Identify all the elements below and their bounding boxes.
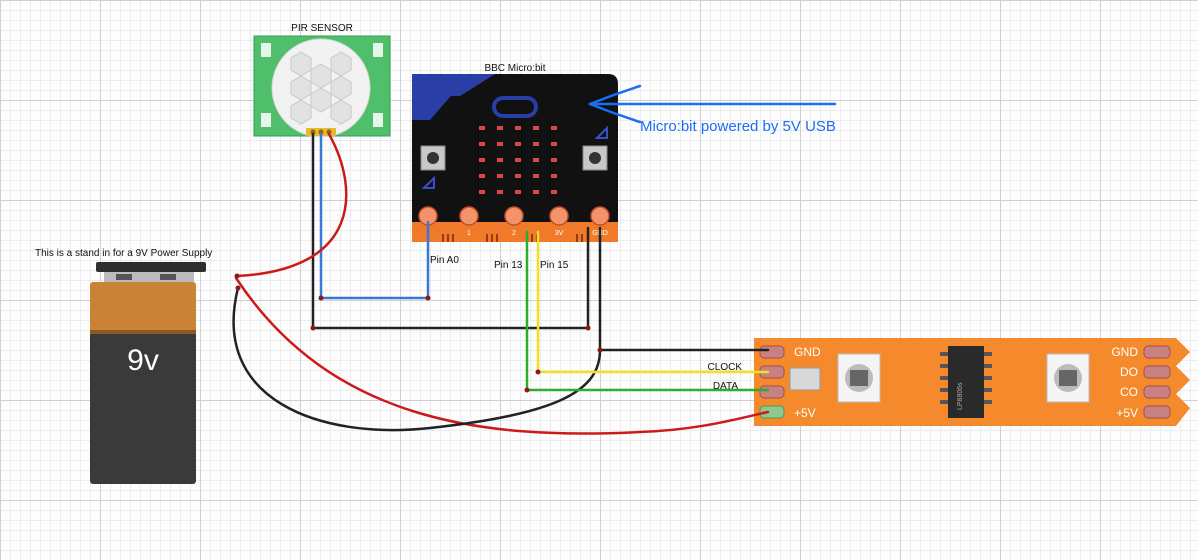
pad-label-2: 2 [512, 230, 516, 237]
strip-right-gnd: GND [1111, 345, 1138, 359]
data-label: DATA [713, 381, 739, 392]
button-b[interactable] [582, 145, 608, 171]
battery-9v[interactable] [90, 262, 206, 484]
strip-left-5v: +5V [794, 406, 816, 420]
pin-13-label: Pin 13 [494, 260, 523, 271]
wire-pir-vcc[interactable] [235, 132, 348, 278]
pin-15-label: Pin 15 [540, 260, 569, 271]
wire-pir-signal[interactable] [319, 132, 430, 300]
wire-gnd-to-strip[interactable] [598, 226, 770, 352]
pin-a0-label: Pin A0 [430, 255, 459, 266]
usb-annotation-arrow [588, 84, 837, 124]
wire-battery-positive[interactable] [234, 276, 770, 435]
a-triangle-icon [421, 175, 435, 189]
clock-label: CLOCK [708, 362, 743, 373]
strip-right-co: CO [1120, 385, 1138, 399]
driver-chip [940, 346, 992, 418]
led-matrix [479, 126, 557, 194]
b-triangle-icon [594, 125, 608, 139]
microbit-label: BBC Micro:bit [484, 63, 545, 74]
button-a[interactable] [420, 145, 446, 171]
rgb-led-2 [1046, 353, 1090, 403]
rgb-led-1 [837, 353, 881, 403]
pir-sensor-label: PIR SENSOR [291, 23, 353, 34]
wire-pir-gnd[interactable] [311, 132, 590, 330]
wire-battery-negative[interactable] [232, 286, 602, 432]
chip-text: LP8806s [957, 382, 964, 410]
strip-right-5v: +5V [1116, 406, 1138, 420]
strip-left-gnd: GND [794, 345, 821, 359]
pad-label-3v: 3V [555, 230, 564, 237]
usb-annotation-text: Micro:bit powered by 5V USB [640, 118, 836, 135]
pir-sensor[interactable] [253, 35, 391, 138]
microbit-board[interactable]: 1 2 3V GND [412, 74, 618, 242]
battery-voltage-label: 9v [127, 344, 159, 377]
pad-label-1: 1 [467, 230, 471, 237]
strip-right-do: DO [1120, 365, 1138, 379]
battery-caption: This is a stand in for a 9V Power Supply [35, 248, 212, 259]
